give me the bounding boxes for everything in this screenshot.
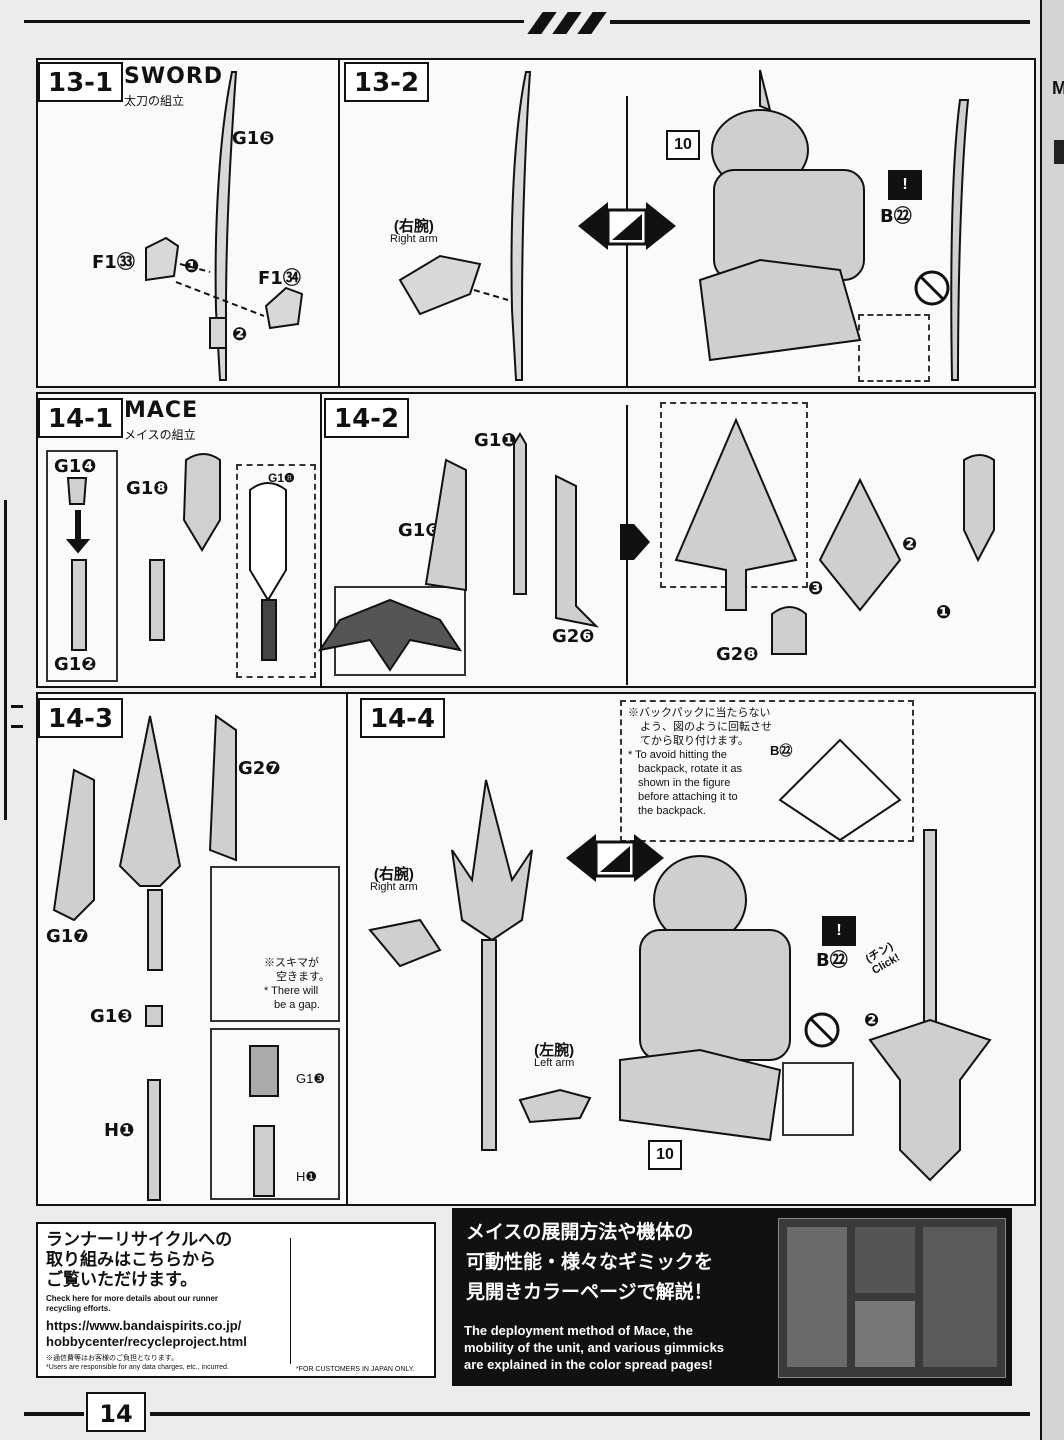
- bottom-left-corner: [24, 1412, 84, 1416]
- part-h1: H❶: [104, 1120, 135, 1141]
- rotation-note-box: [620, 700, 914, 842]
- qr-note: *FOR CUSTOMERS IN JAPAN ONLY.: [296, 1366, 415, 1373]
- part-g1-3-detail: G1❸: [296, 1071, 325, 1086]
- mace-title: MACE: [124, 398, 199, 423]
- step-14-1-badge: 14-1: [38, 398, 124, 438]
- left-rail-decoration: [4, 500, 25, 820]
- recycle-url[interactable]: https://www.bandaispirits.co.jp/ hobbyce…: [46, 1318, 247, 1349]
- part-g2-8: G2❽: [716, 644, 759, 665]
- robot-figure-icon: [698, 69, 970, 381]
- mace-subtitle: メイスの組立: [124, 428, 196, 442]
- part-g1-3: G1❸: [90, 1006, 133, 1027]
- next-arrow-icon: [620, 524, 650, 560]
- part-g2-6: G2❻: [552, 626, 595, 647]
- warning-icon-14-4: !: [822, 916, 856, 946]
- mace-full-icon: [52, 714, 279, 1201]
- detail-box-14-1-left: [46, 450, 118, 682]
- unit-10-label: 10: [666, 130, 700, 160]
- sword-title: SWORD: [124, 64, 224, 89]
- order-2c: ❷: [864, 1010, 880, 1031]
- part-h1-detail: H❶: [296, 1169, 318, 1184]
- recycle-text: ランナーリサイクルへの 取り組みはこちらから ご覧いただけます。 Check h…: [46, 1230, 294, 1372]
- warning-icon: !: [888, 170, 922, 200]
- part-b22-14-4: B㉒: [816, 950, 848, 971]
- part-g1-5: G1❺: [232, 128, 275, 149]
- promo-box: メイスの展開方法や機体の 可動性能・様々なギミックを 見開きカラーページで解説！…: [452, 1208, 1012, 1386]
- detail-box-14-1-right: [236, 464, 316, 678]
- step-14-2-badge: 14-2: [324, 398, 410, 438]
- color-spread-thumbnail: [778, 1218, 1006, 1378]
- step-14-4-badge: 14-4: [360, 698, 446, 738]
- left-arm-label-14-4: (左腕) Left arm: [534, 1042, 575, 1069]
- gap-detail-box: [210, 866, 340, 1022]
- swap-arrow-icon-14-4: [566, 834, 664, 882]
- step-14-3-badge: 14-3: [38, 698, 124, 738]
- part-b22: B㉒: [880, 206, 912, 227]
- detail-box-13-2: [858, 314, 930, 382]
- mace-grip-icon: [65, 453, 287, 661]
- mace-head-assembly-icon: [317, 417, 995, 672]
- step-13-2-badge: 13-2: [344, 62, 430, 102]
- part-g2-7: G2❼: [238, 758, 281, 779]
- qr-divider: [290, 1238, 291, 1364]
- part-g1-7: G1❼: [46, 926, 89, 947]
- sword-subtitle: 太刀の組立: [124, 94, 185, 108]
- part-g1-6: G1❻: [398, 520, 441, 541]
- part-g1-4: G1❹: [54, 456, 97, 477]
- bottom-decoration: [150, 1412, 1030, 1416]
- order-1b: ❶: [936, 602, 952, 623]
- page-number: 14: [86, 1392, 146, 1432]
- promo-en: The deployment method of Mace, the mobil…: [464, 1323, 725, 1372]
- gap-note: ※スキマが 空きます。 * There will be a gap.: [264, 957, 330, 1011]
- side-letter: M: [1052, 78, 1064, 98]
- prohibited-icon: [804, 270, 950, 1048]
- right-arm-label: (右腕) Right arm: [390, 218, 438, 245]
- panel-step-13-2: [338, 58, 1036, 388]
- promo-jp: メイスの展開方法や機体の 可動性能・様々なギミックを 見開きカラーページで解説！: [466, 1222, 714, 1303]
- recycle-info-box: [36, 1222, 436, 1378]
- order-2: ❷: [232, 324, 248, 345]
- next-page-edge: M: [1040, 0, 1064, 1440]
- part-g1-8: G1❽: [126, 478, 169, 499]
- sword-attach-icon: [398, 71, 532, 381]
- right-arm-label-14-4: (右腕) Right arm: [370, 866, 418, 893]
- rotation-note: ※バックパックに当たらない よう、図のように回転させ てから取り付けます。 * …: [628, 707, 772, 817]
- joint-detail-box: [210, 1028, 340, 1200]
- part-g1-8-detail: G1❽: [268, 471, 295, 485]
- part-b22-rotation: B㉒: [770, 743, 793, 758]
- step-13-1-badge: 13-1: [38, 62, 124, 102]
- mace-attach-icon: [368, 738, 992, 1182]
- sword-part-icon: [145, 71, 304, 381]
- swap-arrow-icon: [578, 202, 676, 250]
- part-f1-34: F1㉞: [258, 268, 301, 289]
- order-2b: ❷: [902, 534, 918, 555]
- detail-box-14-4: [782, 1062, 854, 1136]
- unit-10-label-14-4: 10: [648, 1140, 682, 1170]
- order-3: ❸: [808, 578, 824, 599]
- part-f1-33: F1㉝: [92, 252, 135, 273]
- part-g1-2: G1❷: [54, 654, 97, 675]
- part-g1-1: G1❶: [474, 430, 517, 451]
